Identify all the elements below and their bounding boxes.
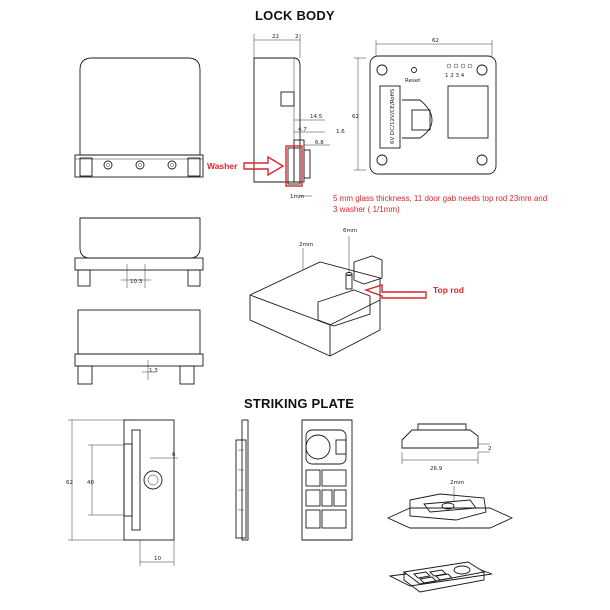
reset-label: Reset — [405, 78, 421, 84]
dim-sp-2: 2 — [488, 446, 492, 452]
pin-label: 6mm — [343, 228, 357, 234]
dim-1-6: 1.6 — [336, 129, 345, 135]
striking-plate-side — [235, 419, 249, 541]
dim-10-3: 10.3 — [130, 279, 143, 285]
striking-plate-front: 62 40 6 10 — [66, 419, 178, 566]
dim-side-top: 2 — [295, 34, 299, 40]
lock-front-view — [74, 57, 204, 178]
dim-14-5: 14.5 — [310, 114, 323, 120]
depth-label-2: 2mm — [450, 480, 464, 486]
depth-label: 2mm — [299, 242, 313, 248]
dim-front-width: 62 — [432, 38, 439, 44]
dim-4-7: 4.7 — [298, 127, 307, 133]
dim-sp-inner: 40 — [87, 480, 94, 486]
installation-note: 5 mm glass thickness, 11 door gab needs … — [333, 193, 593, 215]
striking-plate-back — [301, 419, 353, 541]
installation-note-line-1: 5 mm glass thickness, 11 door gab needs … — [333, 194, 548, 203]
lock-back-view: 62 62 Reset 1 2 3 4 6V DC/12V/CE/RoHS — [352, 38, 497, 175]
dim-sp-10: 10 — [154, 556, 161, 562]
lock-side-view: 22 2 14.5 4.7 1.6 6.8 1mm — [243, 34, 345, 200]
top-rod-callout-label: Top rod — [433, 285, 464, 295]
dim-sp-26-9: 26.9 — [430, 466, 443, 472]
dim-front-height: 62 — [352, 114, 359, 120]
lock-body-title: LOCK BODY — [255, 8, 335, 23]
dim-side-width: 22 — [272, 34, 279, 40]
lock-bottom-view: 1.3 — [74, 309, 204, 385]
dim-1-3: 1.3 — [149, 368, 158, 374]
dim-sp-height: 62 — [66, 480, 73, 486]
striking-plate-profile: 26.9 2 — [401, 423, 492, 472]
lock-isometric-view: 6mm 2mm — [249, 228, 427, 357]
dim-1mm: 1mm — [290, 194, 304, 200]
striking-plate-iso-top: 2mm — [386, 480, 514, 529]
spec-label: 6V DC/12V/CE/RoHS — [390, 88, 396, 144]
striking-plate-iso-bottom — [388, 561, 493, 593]
dim-6-8: 6.8 — [315, 140, 324, 146]
lock-top-view: 10.3 — [74, 217, 204, 288]
indicator-labels: 1 2 3 4 — [445, 73, 465, 79]
washer-callout-label: Washer — [207, 161, 238, 171]
striking-plate-title: STRIKING PLATE — [244, 396, 355, 411]
dim-sp-6: 6 — [172, 452, 176, 458]
installation-note-line-2: 3 washer ( 1/1mm) — [333, 205, 400, 214]
